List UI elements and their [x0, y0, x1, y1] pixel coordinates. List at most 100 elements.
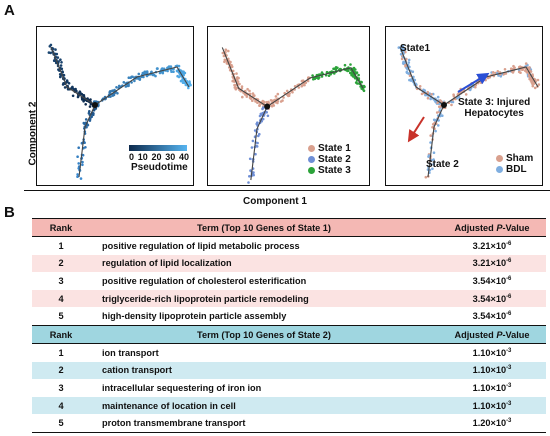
cell-point	[332, 67, 335, 71]
table-header-row: Rank Term (Top 10 Genes of State 2) Adju…	[32, 325, 546, 344]
cell-point	[404, 50, 407, 54]
cell-point	[247, 181, 250, 184]
cell-point	[61, 70, 64, 73]
cell-point	[433, 119, 437, 122]
arrow-to-state3	[457, 72, 490, 93]
cell-point	[127, 76, 131, 79]
cell-point	[405, 66, 409, 70]
cell-point	[259, 112, 263, 116]
cell-point	[432, 163, 435, 166]
cell-point	[179, 79, 183, 83]
condition-trajectory-plot	[397, 44, 541, 179]
cell-point	[150, 70, 153, 74]
cell-point	[261, 107, 264, 111]
trajectory-line	[399, 46, 445, 106]
cell-point	[407, 72, 410, 75]
state-trajectory-plot	[221, 47, 366, 184]
cell-point	[282, 96, 285, 99]
cell-point	[158, 71, 162, 75]
cell-point	[403, 48, 407, 51]
cell-point	[233, 83, 236, 87]
cell-point	[230, 65, 234, 68]
cell-point	[59, 58, 62, 61]
cell-point	[438, 109, 442, 112]
cell-point	[84, 103, 87, 106]
branch-node	[441, 102, 447, 108]
cell-point	[401, 61, 405, 65]
cell-point	[115, 86, 118, 89]
cell-point	[357, 73, 360, 77]
cell-point	[407, 61, 411, 64]
cell-point	[413, 78, 417, 82]
cell-point	[452, 95, 456, 98]
cell-point	[248, 92, 252, 96]
cell-point	[435, 111, 439, 114]
cell-point	[320, 75, 324, 78]
cell-point	[511, 70, 514, 74]
separator-line	[24, 190, 550, 191]
cell-point	[531, 84, 535, 88]
cell-point	[418, 85, 422, 88]
cell-point	[407, 58, 411, 62]
cell-point	[183, 71, 187, 75]
term-header: Term (Top 10 Genes of State 1)	[197, 222, 331, 233]
cell-point	[89, 98, 92, 101]
state1-annotation: State1	[400, 43, 431, 54]
cell-point	[116, 92, 119, 95]
cell-point	[496, 70, 500, 73]
cell-point	[63, 86, 67, 89]
cell-point	[152, 73, 155, 76]
cell-point	[235, 72, 238, 75]
pseudotime-tick: 10	[137, 152, 148, 162]
cell-point	[246, 87, 249, 91]
cell-point	[354, 68, 357, 71]
cell-point	[235, 86, 239, 90]
cell-point	[430, 93, 433, 96]
cell-point	[434, 100, 437, 103]
cell-point	[75, 89, 78, 93]
cell-point	[431, 167, 434, 171]
pseudotime-legend: 0 10 20 30 40 Pseudotime	[129, 145, 189, 173]
branch-node	[264, 103, 271, 110]
cell-point	[235, 77, 239, 80]
legend-swatch	[496, 155, 503, 162]
trajectory-line	[78, 104, 96, 178]
cell-point	[223, 60, 226, 64]
cell-point	[144, 70, 147, 74]
cell-point	[276, 92, 280, 96]
cell-point	[491, 71, 495, 74]
cell-point	[320, 71, 324, 74]
cell-point	[253, 129, 257, 132]
cell-point	[166, 69, 169, 73]
branch-node	[92, 102, 98, 108]
cell-point	[177, 75, 181, 79]
cell-point	[426, 96, 430, 100]
cell-point	[117, 84, 121, 88]
cell-point	[327, 74, 331, 77]
term-header: Term (Top 10 Genes of State 2)	[197, 329, 331, 340]
pseudotime-tick: 0	[129, 152, 135, 162]
cell-point	[297, 86, 301, 89]
trajectory-line	[250, 106, 268, 181]
rank-header: Rank	[49, 222, 73, 233]
cell-point	[224, 48, 227, 52]
cell-point	[67, 82, 71, 85]
cell-point	[349, 63, 352, 66]
trajectory-line	[50, 46, 96, 106]
cell-point	[245, 95, 249, 98]
cell-point	[474, 85, 477, 89]
cell-point	[88, 110, 91, 113]
cell-point	[430, 158, 433, 162]
cell-point	[222, 54, 226, 58]
condition-legend: Sham BDL	[496, 153, 533, 175]
cell-point	[261, 117, 265, 121]
cell-point	[133, 79, 136, 83]
cell-point	[429, 134, 432, 137]
cell-point	[311, 74, 314, 77]
